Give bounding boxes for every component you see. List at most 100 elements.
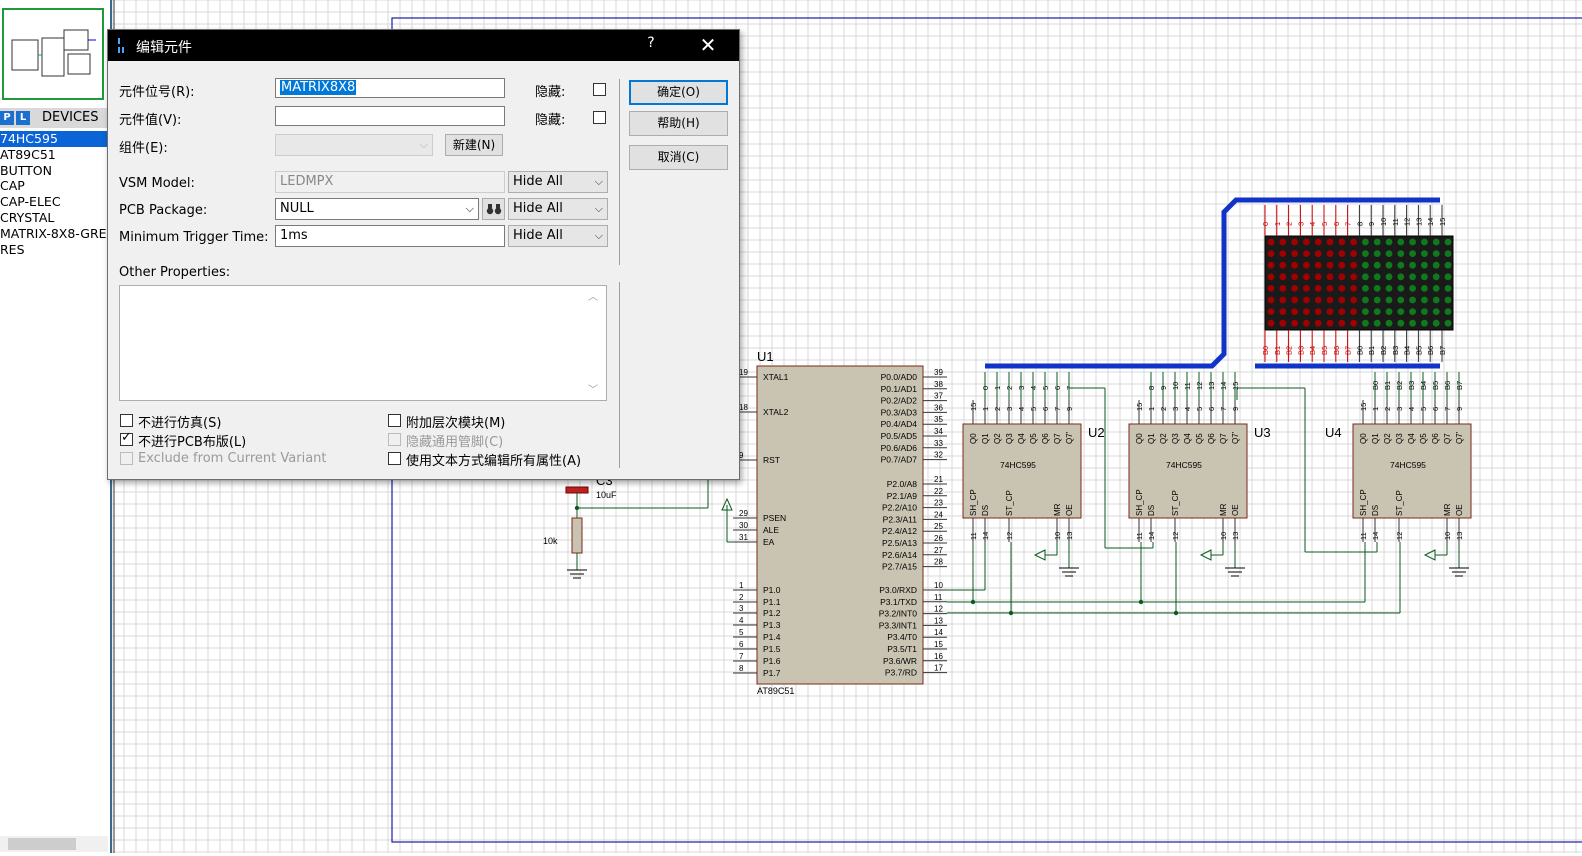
- led-dot: [1338, 308, 1346, 315]
- shift-register-part: 74HC595: [1390, 460, 1426, 470]
- u1-pin-number: 22: [934, 487, 943, 496]
- led-dot: [1279, 261, 1287, 269]
- u1-pin-name: P3.7/RD: [885, 668, 917, 678]
- devices-title: DEVICES: [42, 110, 99, 125]
- junction: [1008, 610, 1014, 616]
- led-dot: [1338, 238, 1346, 246]
- u1-pin-name: P1.5: [763, 644, 781, 654]
- power-terminal: [721, 497, 733, 511]
- help-icon[interactable]: ?: [647, 35, 655, 51]
- device-list-item[interactable]: 74HC595: [0, 131, 108, 147]
- led-dot: [1362, 238, 1369, 246]
- led-dot: [1409, 238, 1416, 246]
- hide-value-checkbox[interactable]: [593, 111, 606, 124]
- power-terminal: [1423, 549, 1436, 561]
- led-dot: [1267, 250, 1275, 257]
- led-dot: [1350, 250, 1357, 257]
- bus-label: 10: [1171, 382, 1180, 390]
- help-button[interactable]: 帮助(H): [629, 111, 728, 136]
- device-list-item[interactable]: BUTTON: [0, 162, 52, 178]
- led-dot: [1338, 319, 1346, 327]
- led-dot: [1444, 285, 1452, 292]
- pcb-hide-value: Hide All: [513, 201, 563, 216]
- no-pcb-checkbox[interactable]: [120, 430, 133, 446]
- value-input[interactable]: [275, 106, 505, 126]
- other-properties-scrollbar[interactable]: ︿ ﹀: [584, 286, 604, 398]
- sr-pin-name: Q7: [1219, 433, 1228, 444]
- bus-label: B7: [1455, 381, 1464, 390]
- trigger-hide-select[interactable]: Hide All ⌵: [508, 225, 608, 247]
- pick-devices-button[interactable]: P: [0, 111, 14, 125]
- hide-ref-checkbox[interactable]: [593, 83, 606, 96]
- other-properties-textarea[interactable]: [119, 285, 607, 401]
- sr-pin-number: 13: [1455, 532, 1464, 540]
- device-list-item[interactable]: AT89C51: [0, 146, 56, 162]
- matrix-pin-number: 0: [1261, 222, 1270, 226]
- matrix-pin-label: B6: [1332, 346, 1341, 355]
- sr-pin-number: 15: [1135, 403, 1144, 411]
- dialog-titlebar[interactable]: 编辑元件 ? ✕: [108, 30, 739, 61]
- led-dot: [1421, 261, 1428, 269]
- library-manager-button[interactable]: L: [16, 111, 30, 125]
- led-dot: [1362, 296, 1369, 304]
- u1-pin-number: 9: [739, 451, 744, 460]
- matrix-pin-number: 14: [1426, 218, 1435, 226]
- scroll-down-icon[interactable]: ﹀: [588, 385, 598, 396]
- sr-pin-number: 15: [1359, 403, 1368, 411]
- sr-pin-name: ST_CP: [1395, 490, 1404, 516]
- group-select[interactable]: ⌵: [275, 134, 433, 156]
- devices-scrollbar-thumb[interactable]: [8, 838, 76, 850]
- u1-pin-name: P2.1/A9: [887, 491, 918, 501]
- close-icon[interactable]: ✕: [699, 33, 717, 57]
- device-list-item[interactable]: CRYSTAL: [0, 209, 55, 225]
- chevron-down-icon: ⌵: [594, 229, 603, 242]
- matrix-pin-number: 15: [1438, 218, 1447, 226]
- no-simulate-checkbox[interactable]: [120, 414, 133, 427]
- sr-pin-number: 9: [1231, 407, 1240, 411]
- chevron-down-icon: ⌵: [594, 175, 603, 188]
- shift-register-ref: U2: [1088, 425, 1105, 440]
- u1-pin-number: 13: [934, 616, 943, 625]
- u1-pin-number: 15: [934, 640, 943, 649]
- led-dot: [1303, 261, 1310, 269]
- device-list-item[interactable]: CAP-ELEC: [0, 194, 61, 210]
- binoculars-icon[interactable]: [482, 198, 505, 220]
- led-dot: [1314, 273, 1322, 281]
- pcb-select[interactable]: NULL ⌵: [275, 198, 479, 220]
- pcb-hide-select[interactable]: Hide All ⌵: [508, 198, 608, 220]
- exclude-variant-label: Exclude from Current Variant: [138, 451, 327, 466]
- no-pcb-label: 不进行PCB布版(L): [138, 435, 247, 450]
- device-list-item[interactable]: MATRIX-8X8-GREEN: [0, 225, 108, 241]
- u1-pin-number: 19: [739, 368, 748, 377]
- new-group-button[interactable]: 新建(N): [445, 134, 503, 156]
- sr-pin-name: SH_CP: [969, 489, 978, 516]
- sr-pin-name: Q3: [1005, 433, 1014, 444]
- led-dot: [1432, 319, 1440, 327]
- sr-pin-name: Q5: [1195, 433, 1204, 444]
- trigger-input[interactable]: 1ms: [275, 225, 505, 247]
- matrix-pin-number: 8: [1355, 222, 1364, 226]
- scroll-up-icon[interactable]: ︿: [588, 292, 598, 303]
- sr-pin-name: SH_CP: [1359, 489, 1368, 516]
- device-list-item[interactable]: RES: [0, 241, 25, 257]
- c3-value: 10uF: [596, 490, 617, 500]
- sr-pin-name: Q0: [1359, 433, 1368, 444]
- ok-button[interactable]: 确定(O): [629, 80, 728, 105]
- cancel-button[interactable]: 取消(C): [629, 145, 728, 170]
- device-list-item[interactable]: CAP: [0, 178, 25, 194]
- trigger-label: Minimum Trigger Time:: [119, 230, 269, 245]
- vsm-hide-select[interactable]: Hide All ⌵: [508, 171, 608, 193]
- u1-pin-name: P1.4: [763, 632, 781, 642]
- attach-module-checkbox[interactable]: [388, 414, 401, 427]
- led-dot: [1303, 319, 1310, 327]
- led-dot: [1267, 296, 1275, 304]
- matrix-pin-label: B7: [1438, 346, 1447, 355]
- ref-input[interactable]: MATRIX8X8: [275, 78, 505, 98]
- u1-pin-name: P0.5/AD5: [881, 431, 918, 441]
- led-dot: [1303, 296, 1310, 304]
- led-dot: [1373, 319, 1381, 327]
- u1-ref: U1: [757, 349, 774, 364]
- edit-as-text-checkbox[interactable]: [388, 452, 401, 465]
- bus-label: B1: [1383, 381, 1392, 390]
- junction: [1138, 599, 1144, 605]
